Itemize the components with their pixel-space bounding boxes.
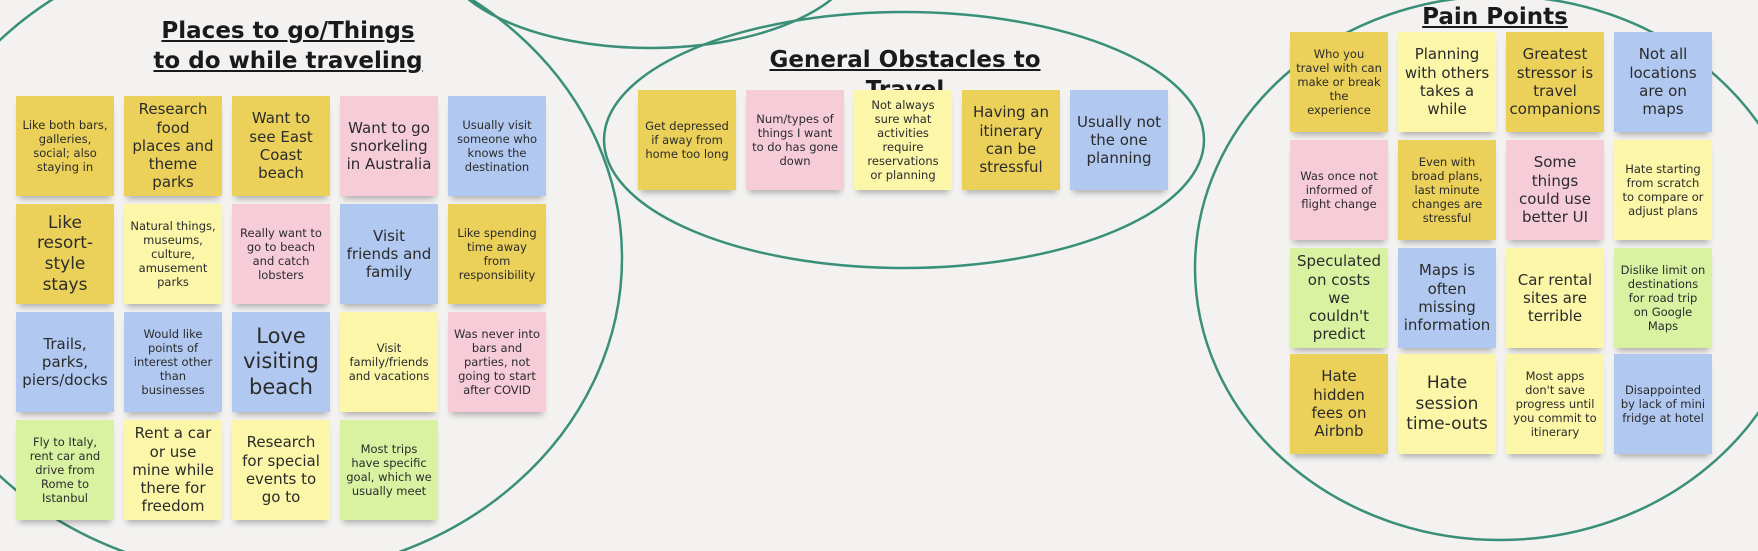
sticky-note[interactable]: Like spending time away from responsibil…: [448, 204, 546, 304]
sticky-note[interactable]: Like both bars, galleries, social; also …: [16, 96, 114, 196]
sticky-note[interactable]: Dislike limit on destinations for road t…: [1614, 248, 1712, 348]
places-group-title: Places to go/Things to do while travelin…: [153, 18, 423, 74]
sticky-note[interactable]: Num/types of things I want to do has gon…: [746, 90, 844, 190]
sticky-note[interactable]: Not all locations are on maps: [1614, 32, 1712, 132]
sticky-note[interactable]: Most trips have specific goal, which we …: [340, 420, 438, 520]
sticky-note[interactable]: Trails, parks, piers/docks: [16, 312, 114, 412]
sticky-note[interactable]: Hate session time-outs: [1398, 354, 1496, 454]
sticky-note[interactable]: Want to see East Coast beach: [232, 96, 330, 196]
sticky-note[interactable]: Visit family/friends and vacations: [340, 312, 438, 412]
sticky-note[interactable]: Fly to Italy, rent car and drive from Ro…: [16, 420, 114, 520]
top-partial-circle: [467, 0, 833, 50]
sticky-note[interactable]: Was never into bars and parties, not goi…: [448, 312, 546, 412]
sticky-note[interactable]: Car rental sites are terrible: [1506, 248, 1604, 348]
places-group-circle: [0, 0, 624, 551]
sticky-note[interactable]: Maps is often missing information: [1398, 248, 1496, 348]
sticky-note[interactable]: Hate starting from scratch to compare or…: [1614, 140, 1712, 240]
sticky-note[interactable]: Get depressed if away from home too long: [638, 90, 736, 190]
sticky-note[interactable]: Usually visit someone who knows the dest…: [448, 96, 546, 196]
sticky-note[interactable]: Most apps don't save progress until you …: [1506, 354, 1604, 454]
sticky-note[interactable]: Research food places and theme parks: [124, 96, 222, 196]
sticky-note[interactable]: Who you travel with can make or break th…: [1290, 32, 1388, 132]
sticky-note[interactable]: Was once not informed of flight change: [1290, 140, 1388, 240]
sticky-note[interactable]: Like resort-style stays: [16, 204, 114, 304]
sticky-note[interactable]: Usually not the one planning: [1070, 90, 1168, 190]
pain-points-group-circle: [1193, 0, 1758, 542]
sticky-note[interactable]: Natural things, museums, culture, amusem…: [124, 204, 222, 304]
sticky-note[interactable]: Speculated on costs we couldn't predict: [1290, 248, 1388, 348]
sticky-note[interactable]: Greatest stressor is travel companions: [1506, 32, 1604, 132]
sticky-note[interactable]: Hate hidden fees on Airbnb: [1290, 354, 1388, 454]
sticky-note[interactable]: Disappointed by lack of mini fridge at h…: [1614, 354, 1712, 454]
sticky-note[interactable]: Really want to go to beach and catch lob…: [232, 204, 330, 304]
sticky-note[interactable]: Want to go snorkeling in Australia: [340, 96, 438, 196]
sticky-note[interactable]: Having an itinerary can be stressful: [962, 90, 1060, 190]
sticky-note[interactable]: Visit friends and family: [340, 204, 438, 304]
obstacles-group-circle: [602, 10, 1206, 270]
sticky-note[interactable]: Even with broad plans, last minute chang…: [1398, 140, 1496, 240]
sticky-note[interactable]: Rent a car or use mine while there for f…: [124, 420, 222, 520]
sticky-note[interactable]: Planning with others takes a while: [1398, 32, 1496, 132]
sticky-note[interactable]: Would like points of interest other than…: [124, 312, 222, 412]
sticky-note[interactable]: Some things could use better UI: [1506, 140, 1604, 240]
sticky-note[interactable]: Love visiting beach: [232, 312, 330, 412]
pain-points-group-title: Pain Points: [1422, 4, 1568, 30]
sticky-note[interactable]: Not always sure what activities require …: [854, 90, 952, 190]
sticky-note[interactable]: Research for special events to go to: [232, 420, 330, 520]
